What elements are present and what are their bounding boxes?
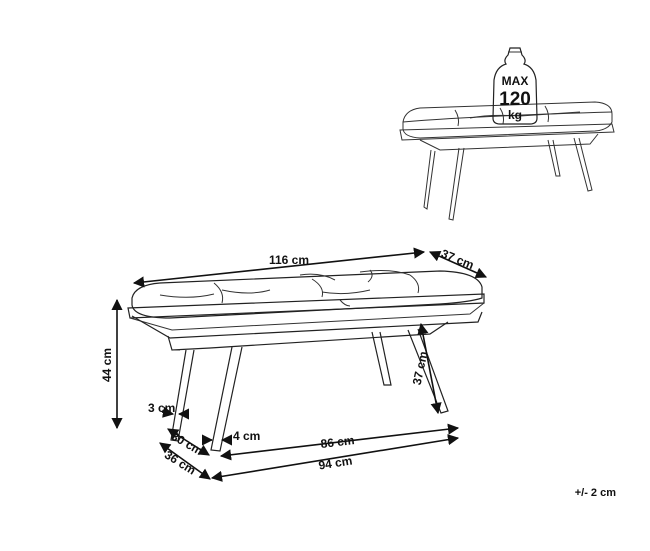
weight-badge-value: 120	[499, 89, 531, 110]
bottle-icon	[492, 47, 538, 125]
dim-length-label: 116 cm	[269, 253, 309, 267]
weight-badge-max: MAX	[502, 74, 529, 88]
dim-inner-length-label: 86 cm	[320, 433, 355, 451]
dim-outer-length-label: 94 cm	[317, 453, 353, 472]
weight-badge-unit: kg	[508, 108, 522, 122]
dim-height-label: 44 cm	[100, 348, 114, 382]
dim-seat-label: 37 cm	[410, 350, 431, 386]
dim-leg-width-label: 3 cm	[148, 401, 175, 415]
dim-leg-inset-label: 4 cm	[233, 429, 260, 443]
max-weight-badge: MAX 120 kg	[492, 47, 538, 125]
large-bench-illustration	[127, 269, 485, 452]
small-bench-illustration	[399, 101, 615, 221]
dim-depth-label: 37 cm	[439, 246, 476, 272]
tolerance-note: +/- 2 cm	[574, 487, 616, 499]
